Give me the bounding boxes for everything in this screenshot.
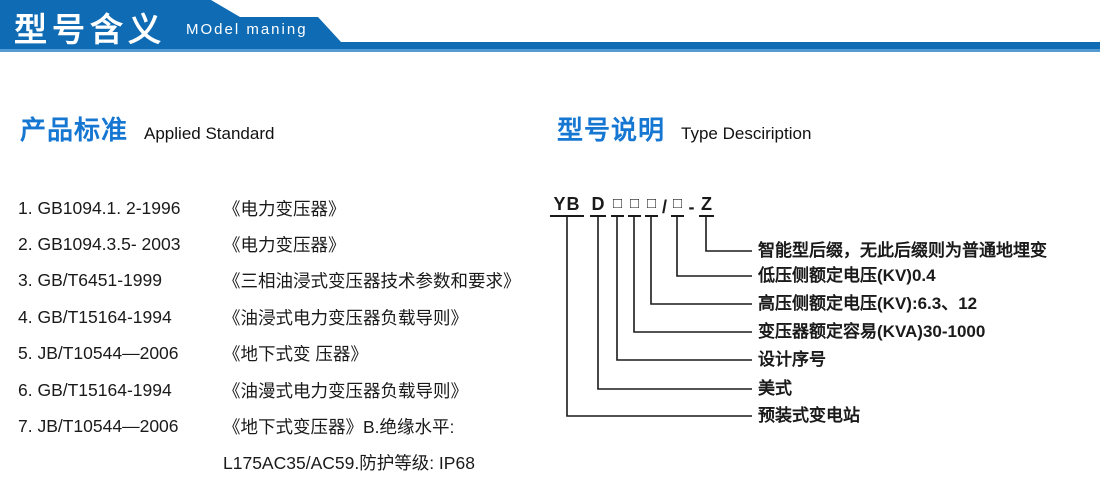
standard-title: 《油漫式电力变压器负载导则》 — [223, 380, 468, 401]
standard-title-continuation: L175AC35/AC59.防护等级: IP68 — [223, 453, 475, 474]
standard-title: 《油浸式电力变压器负载导则》 — [223, 307, 468, 328]
standards-list: 1. GB1094.1. 2-1996 《电力变压器》 2. GB1094.3.… — [18, 190, 563, 481]
model-code-label-lv-voltage: 低压侧额定电压(KV)0.4 — [758, 266, 936, 285]
model-code-part-yb: YB — [550, 194, 584, 217]
standard-item: 1. GB1094.1. 2-1996 《电力变压器》 — [18, 190, 563, 226]
standard-code: 2. GB1094.3.5- 2003 — [18, 234, 181, 255]
standard-item: 7. JB/T10544—2006 《地下式变压器》B.绝缘水平: — [18, 408, 563, 444]
standards-heading-en: Applied Standard — [144, 124, 275, 143]
model-code-connector-lines — [566, 216, 752, 417]
standard-item-continuation: L175AC35/AC59.防护等级: IP68 — [18, 445, 563, 481]
banner-title: 型号含义 — [14, 11, 166, 48]
model-code-label-prefab-substation: 预装式变电站 — [758, 406, 860, 425]
standard-item: 5. JB/T10544—2006 《地下式变 压器》 — [18, 336, 563, 372]
type-heading: 型号说明 Type Desciription — [557, 110, 811, 147]
standard-item: 2. GB1094.3.5- 2003 《电力变压器》 — [18, 226, 563, 262]
model-code-box: □ — [671, 194, 684, 217]
model-code-label-hv-voltage: 高压侧额定电压(KV):6.3、12 — [758, 294, 978, 313]
standard-code: 1. GB1094.1. 2-1996 — [18, 197, 181, 218]
standard-title: 《三相油浸式变压器技术参数和要求》 — [223, 271, 521, 292]
model-code-box: □ — [645, 194, 658, 217]
standard-item: 3. GB/T6451-1999 《三相油浸式变压器技术参数和要求》 — [18, 263, 563, 299]
model-code-slash: / — [661, 197, 667, 217]
standard-code: 3. GB/T6451-1999 — [18, 270, 162, 291]
standard-code: 6. GB/T15164-1994 — [18, 379, 172, 400]
type-heading-en: Type Desciription — [681, 124, 812, 143]
standard-code: 4. GB/T15164-1994 — [18, 306, 172, 327]
standard-code: 5. JB/T10544—2006 — [18, 343, 179, 364]
model-code-box: □ — [611, 194, 624, 217]
standard-code: 7. JB/T10544—2006 — [18, 416, 179, 437]
model-code-part-z: Z — [699, 194, 714, 217]
standard-item: 6. GB/T15164-1994 《油漫式电力变压器负载导则》 — [18, 372, 563, 408]
standard-title: 《电力变压器》 — [223, 198, 346, 219]
model-code-box: □ — [628, 194, 641, 217]
banner-subtitle: MOdel maning — [186, 21, 308, 38]
standards-heading: 产品标准 Applied Standard — [20, 110, 274, 147]
standard-item: 4. GB/T15164-1994 《油浸式电力变压器负载导则》 — [18, 299, 563, 335]
model-code-dash: - — [688, 197, 695, 217]
model-code-label-design-serial: 设计序号 — [758, 350, 826, 369]
banner-ribbon-shape — [0, 0, 1100, 52]
type-heading-cn: 型号说明 — [557, 115, 666, 145]
model-code-label-american-style: 美式 — [758, 379, 792, 398]
page-banner: 型号含义 MOdel maning — [0, 0, 1100, 53]
model-code-part-d: D — [590, 194, 606, 217]
standards-heading-cn: 产品标准 — [20, 115, 129, 145]
model-code-label-capacity: 变压器额定容易(KVA)30-1000 — [758, 322, 986, 341]
model-code-label-suffix: 智能型后缀，无此后缀则为普通地埋变 — [758, 241, 1047, 260]
standard-title: 《地下式变压器》B.绝缘水平: — [223, 417, 455, 438]
model-code: YB D □ □ □ / □ - Z — [550, 194, 714, 217]
standard-title: 《地下式变 压器》 — [223, 344, 368, 365]
standard-title: 《电力变压器》 — [223, 235, 346, 256]
